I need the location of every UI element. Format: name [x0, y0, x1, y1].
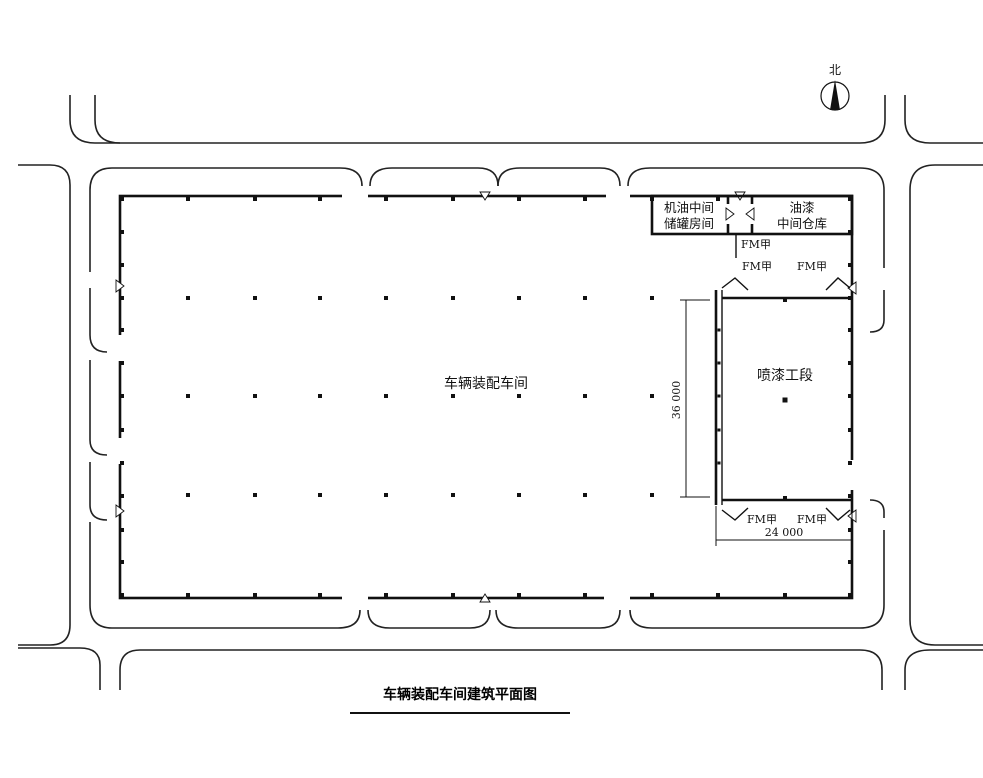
- north-label: 北: [829, 63, 841, 77]
- column: [384, 296, 388, 300]
- column: [783, 298, 787, 302]
- column: [384, 493, 388, 497]
- column: [517, 493, 521, 497]
- column: [318, 593, 322, 597]
- column: [318, 394, 322, 398]
- column: [848, 263, 852, 267]
- column: [120, 528, 124, 532]
- column: [120, 394, 124, 398]
- column: [384, 394, 388, 398]
- column: [120, 197, 124, 201]
- column: [120, 428, 124, 432]
- column: [848, 296, 852, 300]
- column: [848, 230, 852, 234]
- main-hall-label: 车辆装配车间: [444, 375, 528, 392]
- column: [451, 493, 455, 497]
- column: [848, 461, 852, 465]
- column: [120, 461, 124, 465]
- paint-section-label: 喷漆工段: [757, 368, 813, 384]
- column: [186, 197, 190, 201]
- column: [318, 197, 322, 201]
- column: [253, 394, 257, 398]
- column: [451, 593, 455, 597]
- column: [318, 493, 322, 497]
- column: [120, 296, 124, 300]
- column: [716, 593, 720, 597]
- column: [583, 197, 587, 201]
- column: [253, 493, 257, 497]
- road-network: [18, 95, 983, 690]
- column: [120, 494, 124, 498]
- column: [318, 296, 322, 300]
- column: [848, 428, 852, 432]
- column: [120, 593, 124, 597]
- column: [583, 593, 587, 597]
- oil-storage-label-2: 储罐房间: [664, 216, 714, 231]
- column-grid: [120, 197, 852, 597]
- dimension-height-label: 36 000: [670, 381, 683, 420]
- door-label-fm-a: FM甲: [747, 513, 777, 526]
- drawing-title: 车辆装配车间建筑平面图: [383, 686, 537, 703]
- column: [384, 593, 388, 597]
- column: [583, 493, 587, 497]
- north-arrow-icon: 北: [820, 63, 850, 111]
- column: [120, 328, 124, 332]
- column: [717, 461, 721, 465]
- column: [717, 328, 721, 332]
- column: [451, 296, 455, 300]
- column: [848, 560, 852, 564]
- column: [583, 394, 587, 398]
- column: [517, 197, 521, 201]
- column: [650, 493, 654, 497]
- column: [848, 593, 852, 597]
- column: [120, 230, 124, 234]
- column: [120, 560, 124, 564]
- column: [186, 296, 190, 300]
- column: [716, 197, 720, 201]
- door-label-fm-a: FM甲: [797, 513, 827, 526]
- column: [253, 296, 257, 300]
- column: [186, 493, 190, 497]
- column: [650, 296, 654, 300]
- column: [848, 394, 852, 398]
- column: [253, 593, 257, 597]
- column: [783, 593, 787, 597]
- column: [717, 361, 721, 365]
- paint-storage-label-1: 油漆: [789, 200, 814, 215]
- dimension-lines: [680, 299, 853, 546]
- door-label-fm-a: FM甲: [797, 260, 827, 273]
- door-label-fm-a: FM甲: [742, 260, 772, 273]
- dimension-width-label: 24 000: [765, 526, 804, 539]
- column: [650, 394, 654, 398]
- column: [848, 528, 852, 532]
- column: [253, 197, 257, 201]
- column: [783, 496, 787, 500]
- column: [848, 494, 852, 498]
- door-label-fm-a: FM甲: [741, 238, 771, 251]
- column: [717, 394, 721, 398]
- paint-storage-label-2: 中间仓库: [777, 216, 827, 231]
- column: [650, 593, 654, 597]
- column: [120, 361, 124, 365]
- column: [517, 593, 521, 597]
- column: [451, 197, 455, 201]
- column: [583, 296, 587, 300]
- column: [120, 263, 124, 267]
- column: [517, 394, 521, 398]
- column: [848, 197, 852, 201]
- oil-storage-label-1: 机油中间: [664, 200, 714, 215]
- column: [186, 593, 190, 597]
- storage-rooms: [650, 194, 854, 258]
- column: [517, 296, 521, 300]
- column: [384, 197, 388, 201]
- column: [650, 197, 654, 201]
- column: [848, 361, 852, 365]
- column: [717, 428, 721, 432]
- column: [451, 394, 455, 398]
- column: [186, 394, 190, 398]
- column: [782, 397, 788, 403]
- column: [848, 328, 852, 332]
